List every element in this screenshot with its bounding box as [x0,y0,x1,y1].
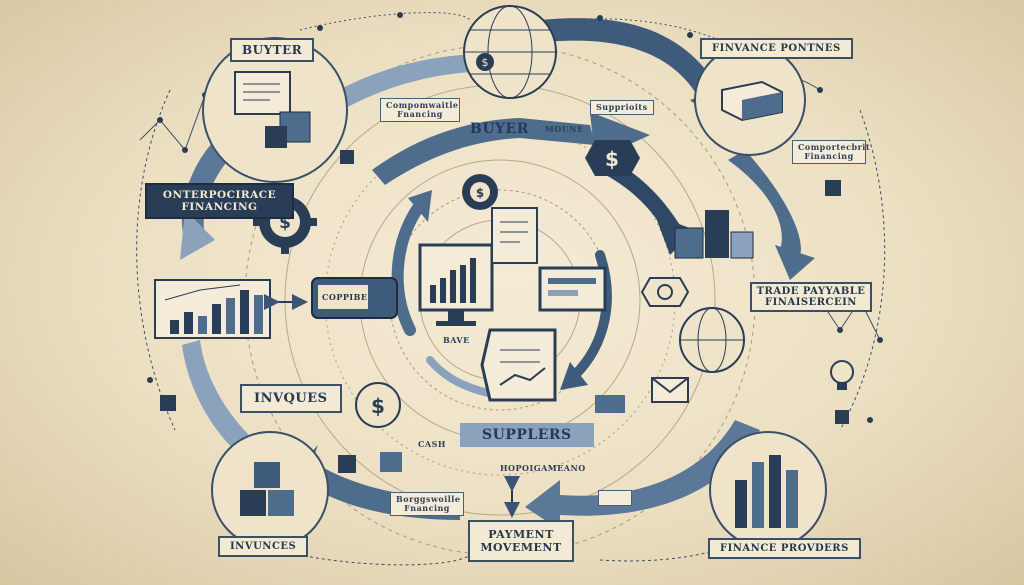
label-invques: INVQUES [240,384,342,413]
shield-icon [642,278,688,306]
label-optimization: HOPOIGAMEANO [500,464,586,473]
bar-chart-icon [155,280,270,338]
label-finance-providers: FINANCE PROVDERS [708,538,861,559]
label-enterprise-financing: ONTERPOCIRACE FINANCING [145,183,294,219]
small-dollar-gear-icon: $ [462,174,498,210]
network-globe-icon [680,308,744,372]
label-payment-movement: PAYMENT MOVEMENT [468,520,574,562]
top-right-arrow [540,18,720,100]
label-document: BAVE [443,336,470,345]
label-invoices-bottom: INVUNCES [218,536,308,557]
invoices-vignette [212,432,328,548]
document-icon [492,208,537,263]
label-buyer-center-small: MOUNE [545,125,584,134]
dollar-coin-icon: $ [356,383,400,427]
contract-document-icon [482,330,555,400]
dollar-shield-icon: $ [585,140,640,176]
lightbulb-icon [831,361,853,390]
screen-icon [540,268,605,310]
label-supplier-small: Supprioits [590,100,654,115]
label-competitive-financing-left: Compomwaitle Fnancing [380,98,460,122]
label-buyer-center: BUYER [470,121,529,137]
label-competitive-financing-right: Comportecbrit Financing [792,140,866,164]
label-small-tag [598,490,632,506]
envelope-icon [652,378,688,402]
label-cash: CASH [418,440,446,449]
label-suppliers: SUPPLERS [460,423,594,447]
payment-movement-line2: MOVEMENT [476,541,566,554]
svg-text:$: $ [605,147,619,171]
label-buyer-top: BUYTER [230,38,314,62]
finance-partners-vignette [695,45,805,155]
payment-movement-line1: PAYMENT [476,528,566,541]
cash-stack-icon [675,210,753,258]
globe-icon: $ [464,6,556,98]
svg-text:$: $ [371,394,385,418]
label-bottom-financing: Borggswoille Fnancing [390,492,464,516]
svg-text:$: $ [482,56,489,69]
finance-providers-vignette [710,432,826,548]
label-copyable: COPPIBE [322,292,367,302]
svg-text:$: $ [476,186,484,200]
label-trade-payable: TRADE PAYYABLE FINAISERCEIN [750,282,872,312]
monitor-icon [420,245,492,326]
label-finance-partners: FINVANCE PONTNES [700,38,853,59]
